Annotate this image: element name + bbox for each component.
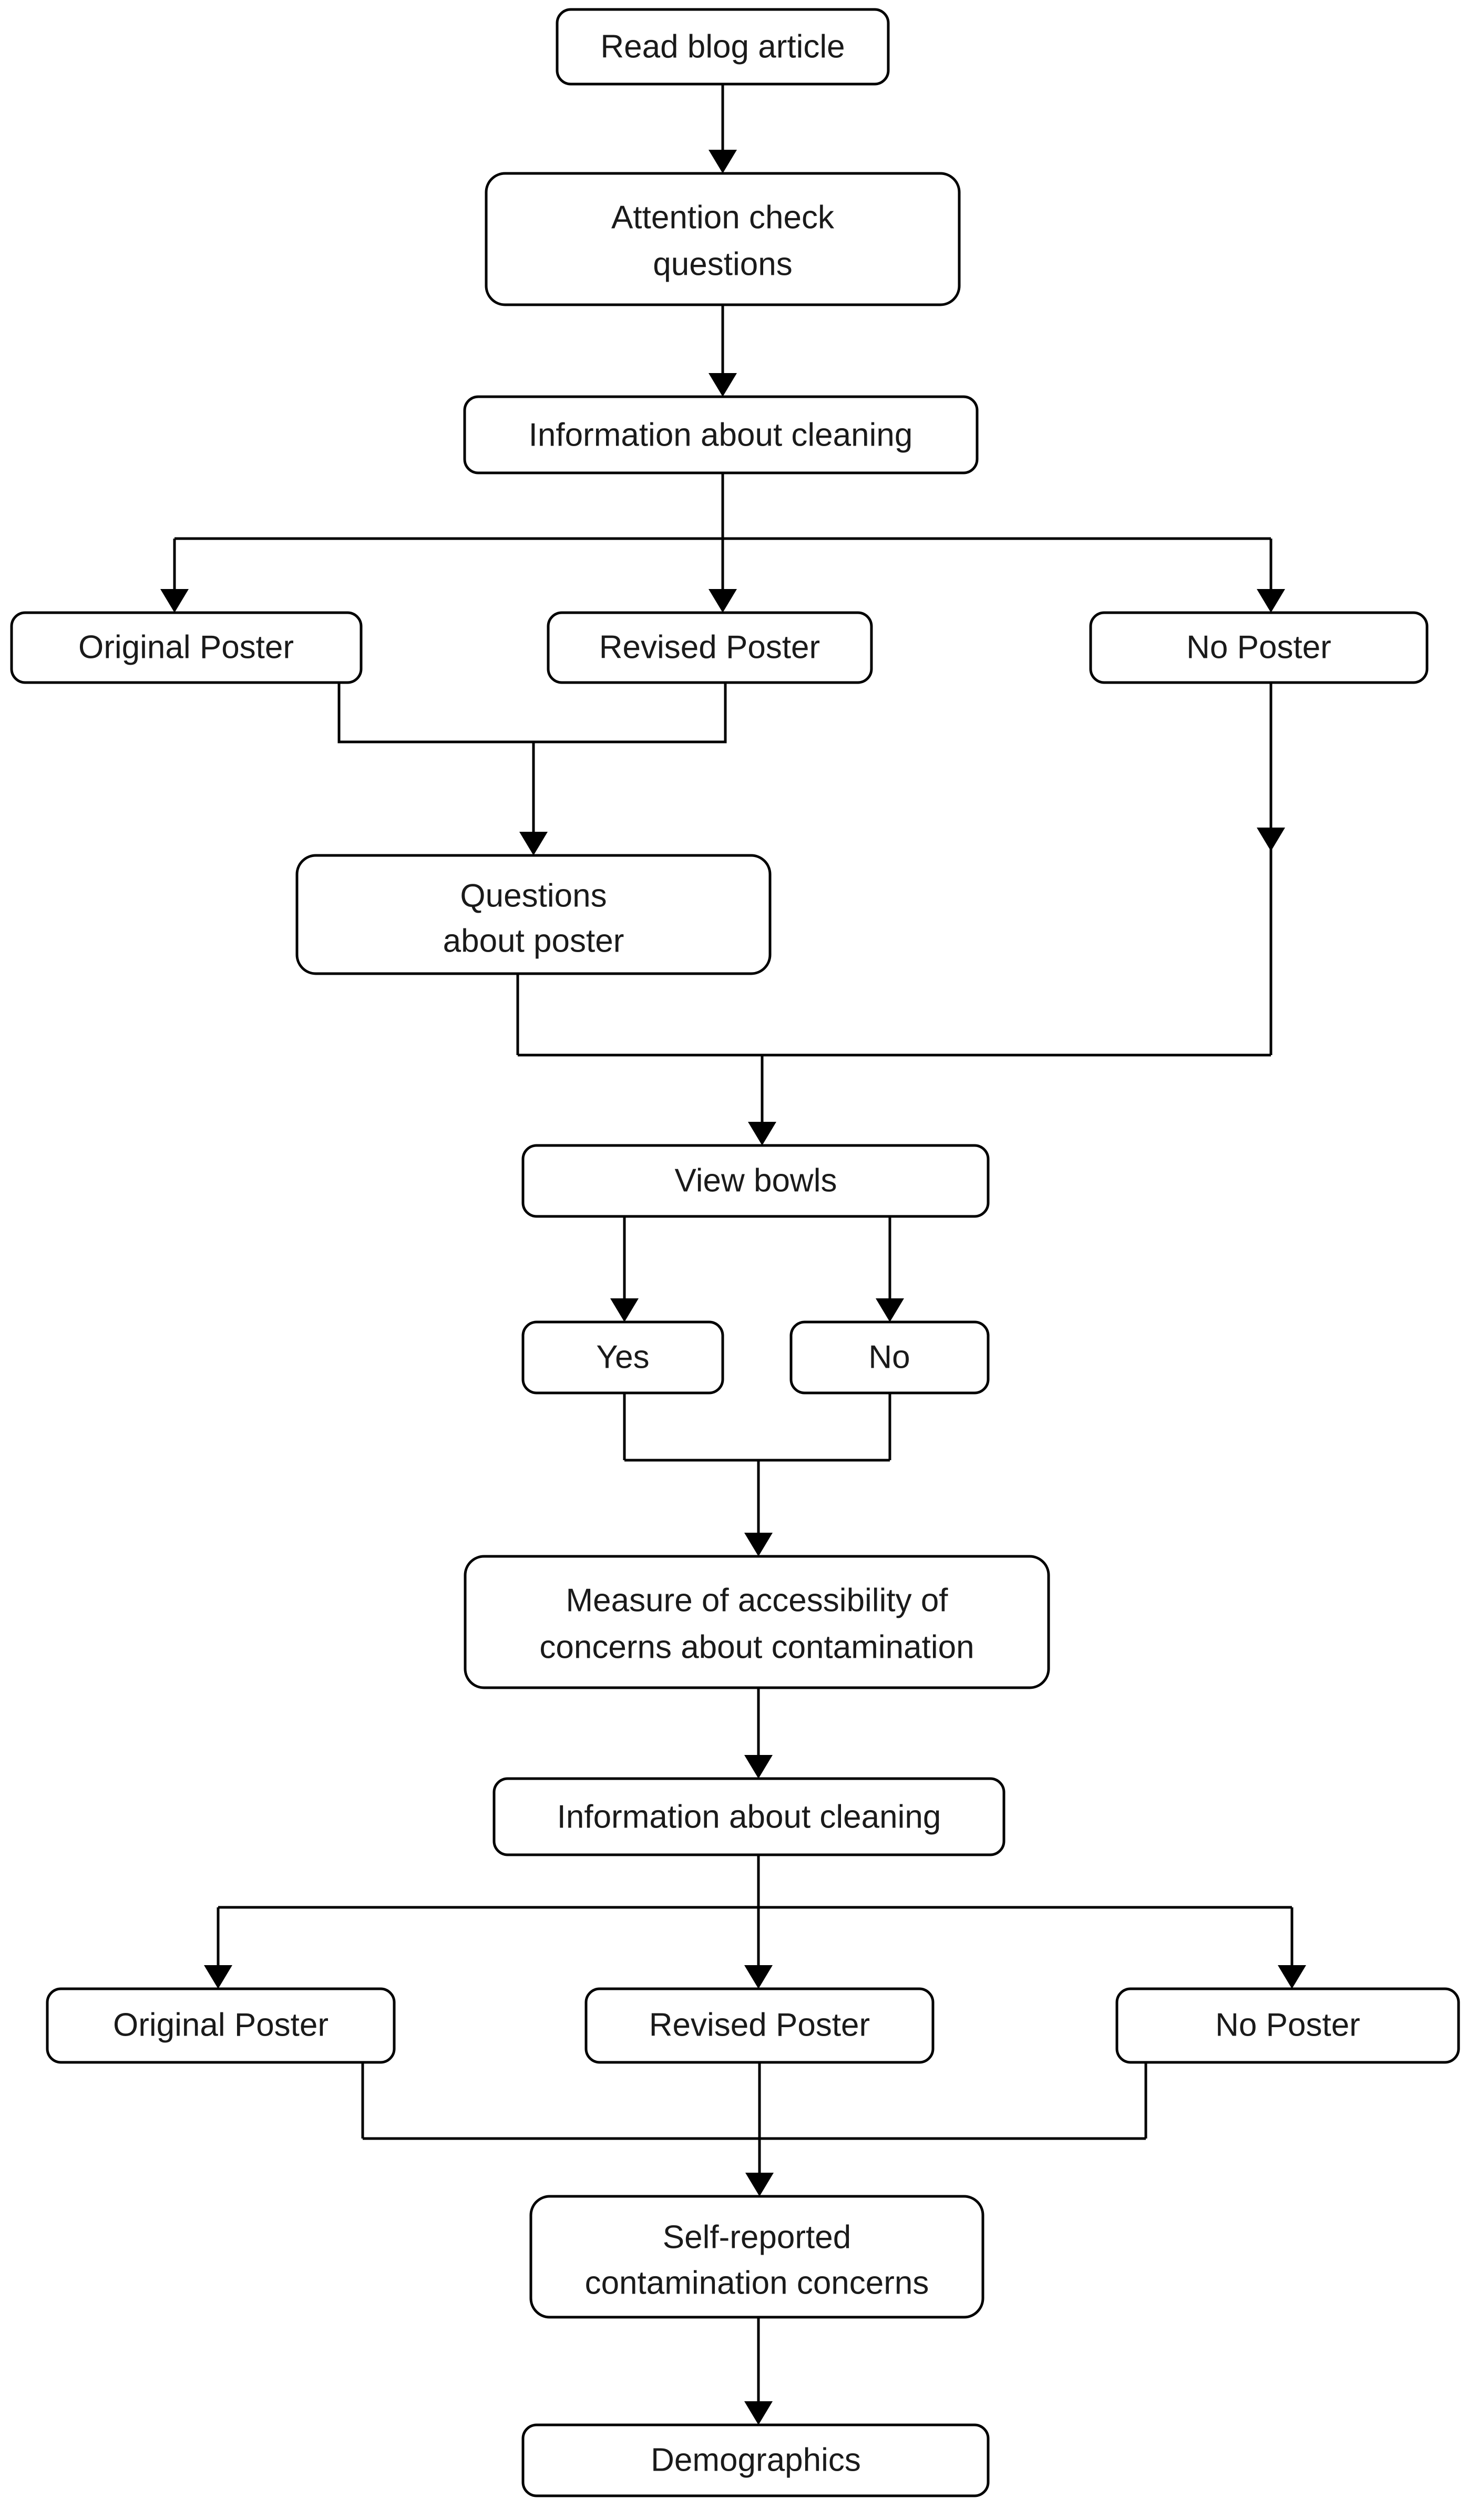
- edge-viewbowls-to-no: [876, 1216, 904, 1322]
- node-no-poster-1[interactable]: No Poster: [1089, 611, 1429, 684]
- node-demographics[interactable]: Demographics: [521, 2423, 990, 2497]
- node-box[interactable]: [521, 1320, 724, 1395]
- node-box[interactable]: [789, 1320, 990, 1395]
- edge-info1-split: [160, 473, 1285, 613]
- node-read-blog-article-label: Read blog article: [600, 28, 845, 65]
- edge-layer: [160, 84, 1306, 2425]
- node-accessibility-measure-label-line2: concerns about contamination: [539, 1629, 974, 1665]
- node-box[interactable]: [547, 611, 873, 684]
- node-view-bowls[interactable]: View bowls: [521, 1144, 990, 1218]
- node-read-blog-article[interactable]: Read blog article: [556, 8, 890, 86]
- edge-posters2-merge-to-selfreported: [361, 2062, 1147, 2196]
- node-information-cleaning-1-label: Information about cleaning: [529, 417, 913, 453]
- node-box[interactable]: [485, 172, 961, 306]
- node-accessibility-measure-label-line1: Measure of accessibility of: [566, 1582, 948, 1618]
- edge-viewbowls-to-yes: [610, 1216, 639, 1322]
- node-attention-check-label-line2: questions: [653, 246, 792, 282]
- node-box[interactable]: [295, 854, 772, 975]
- node-box[interactable]: [521, 1144, 990, 1218]
- node-answer-no[interactable]: No: [789, 1320, 990, 1395]
- node-box[interactable]: [10, 611, 363, 684]
- node-layer: Read blog article Attention check questi…: [10, 8, 1460, 2497]
- edge-noposter1-bypass: [1257, 683, 1285, 1055]
- node-information-cleaning-2-label: Information about cleaning: [557, 1799, 941, 1835]
- node-answer-no-label: No: [868, 1339, 910, 1375]
- node-box[interactable]: [521, 2423, 990, 2497]
- node-no-poster-2-label: No Poster: [1215, 2007, 1360, 2043]
- node-box[interactable]: [1089, 611, 1429, 684]
- edge-selfreported-to-demographics: [744, 2317, 773, 2425]
- node-original-poster-2[interactable]: Original Poster: [46, 1987, 396, 2064]
- node-no-poster-2[interactable]: No Poster: [1115, 1987, 1460, 2064]
- node-box[interactable]: [492, 1777, 1005, 1856]
- edge-info2-split: [204, 1855, 1306, 1989]
- node-information-cleaning-2[interactable]: Information about cleaning: [492, 1777, 1005, 1856]
- node-answer-yes[interactable]: Yes: [521, 1320, 724, 1395]
- edge-revised1-to-questions: [519, 683, 727, 855]
- edge-accessibility-to-info2: [744, 1688, 773, 1779]
- node-view-bowls-label: View bowls: [674, 1162, 837, 1199]
- node-accessibility-measure[interactable]: Measure of accessibility of concerns abo…: [464, 1555, 1050, 1689]
- node-questions-about-poster[interactable]: Questions about poster: [295, 854, 772, 975]
- node-box[interactable]: [464, 1555, 1050, 1689]
- node-original-poster-1-label: Original Poster: [78, 629, 294, 665]
- node-attention-check-label-line1: Attention check: [611, 199, 835, 235]
- edge-attention-to-info1: [709, 305, 737, 397]
- node-revised-poster-2[interactable]: Revised Poster: [584, 1987, 935, 2064]
- node-self-reported-concerns[interactable]: Self-reported contamination concerns: [529, 2195, 984, 2319]
- node-demographics-label: Demographics: [651, 2442, 861, 2478]
- node-information-cleaning-1[interactable]: Information about cleaning: [463, 395, 979, 474]
- node-questions-about-poster-label-line2: about poster: [443, 923, 624, 959]
- node-box[interactable]: [556, 8, 890, 86]
- node-original-poster-2-label: Original Poster: [113, 2007, 329, 2043]
- node-attention-check[interactable]: Attention check questions: [485, 172, 961, 306]
- edge-questions-to-viewbowls: [516, 974, 1271, 1145]
- node-box[interactable]: [46, 1987, 396, 2064]
- edge-read-to-attention: [709, 84, 737, 173]
- node-revised-poster-1[interactable]: Revised Poster: [547, 611, 873, 684]
- node-no-poster-1-label: No Poster: [1186, 629, 1331, 665]
- node-revised-poster-1-label: Revised Poster: [599, 629, 820, 665]
- node-box[interactable]: [1115, 1987, 1460, 2064]
- node-self-reported-concerns-label-line1: Self-reported: [663, 2219, 851, 2255]
- node-questions-about-poster-label-line1: Questions: [460, 877, 607, 914]
- edge-original1-to-questions: [337, 683, 533, 743]
- node-revised-poster-2-label: Revised Poster: [649, 2007, 870, 2043]
- node-self-reported-concerns-label-line2: contamination concerns: [585, 2265, 929, 2301]
- node-box[interactable]: [584, 1987, 935, 2064]
- edge-yesno-merge-to-accessibility: [623, 1393, 891, 1556]
- node-original-poster-1[interactable]: Original Poster: [10, 611, 363, 684]
- node-box[interactable]: [529, 2195, 984, 2319]
- node-answer-yes-label: Yes: [596, 1339, 649, 1375]
- node-box[interactable]: [463, 395, 979, 474]
